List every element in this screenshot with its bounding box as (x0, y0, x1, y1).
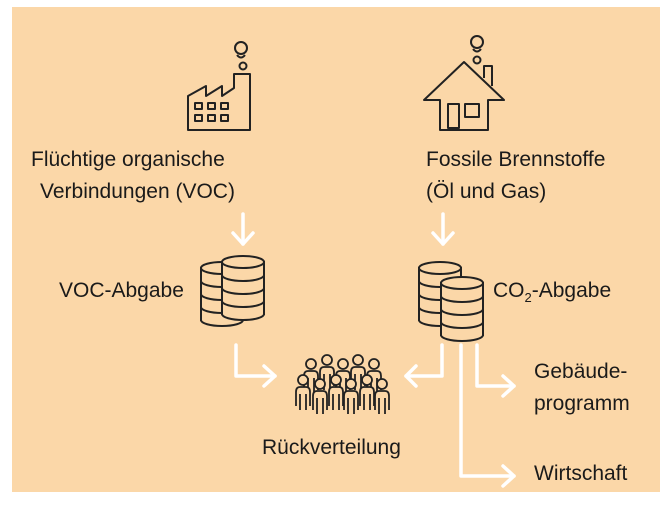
arrow-co2-levy-to-redistribution (404, 343, 444, 388)
voc-levy-label: VOC-Abgabe (59, 279, 184, 302)
economy-label: Wirtschaft (534, 462, 628, 485)
building-program-label-line1: Gebäude- (534, 360, 628, 383)
diagram-background (12, 7, 660, 492)
arrow-co2-levy-to-economy (459, 343, 516, 488)
fossil-source-label-line2: (Öl und Gas) (426, 180, 547, 203)
arrow-voc-to-levy (231, 212, 255, 246)
co2-levy-label: CO2-Abgabe (493, 276, 611, 306)
co2-levy-label-prefix: CO (493, 279, 525, 302)
arrow-co2-levy-to-building-program (475, 343, 516, 398)
arrow-voc-levy-to-redistribution (234, 343, 277, 388)
co2-levy-label-suffix: -Abgabe (531, 279, 612, 302)
voc-source-label-line2: Verbindungen (VOC) (40, 180, 235, 203)
voc-source-label-line1: Flüchtige organische (31, 148, 225, 171)
coin-stacks-icon (418, 261, 484, 342)
arrow-fossil-to-levy (431, 212, 455, 246)
building-program-label-line2: programm (534, 392, 630, 415)
house-icon (423, 35, 505, 131)
coin-stack-icon (200, 255, 265, 327)
redistribution-label: Rückverteilung (262, 436, 401, 459)
fossil-source-label-line1: Fossile Brennstoffe (426, 148, 606, 171)
co2-levy-label-subscript: 2 (524, 290, 532, 305)
people-group-icon (295, 354, 390, 415)
factory-icon (187, 41, 251, 131)
